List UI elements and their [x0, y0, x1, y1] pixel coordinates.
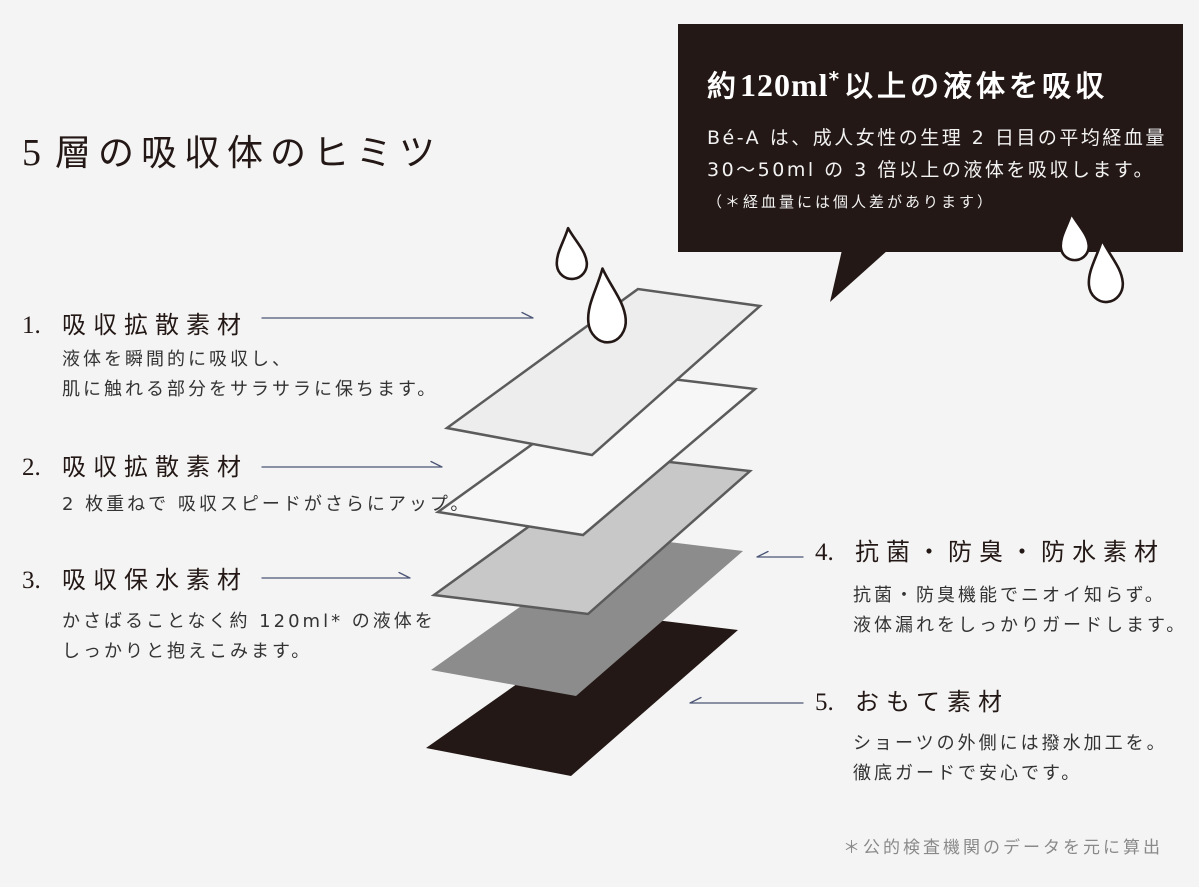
callout-heading: 約120ml*以上の液体を吸収: [707, 64, 1108, 110]
arrow-layer-4: [756, 550, 804, 558]
layer-3-description: かさばることなく約 120ml* の液体を しっかりと抱えこみます。: [62, 607, 436, 667]
description-line: 肌に触れる部分をサラサラに保ちます。: [62, 379, 439, 400]
callout-body-line: 30〜50ml の 3 倍以上の液体を吸収します。: [707, 159, 1155, 181]
layer-4-number: 4.: [815, 539, 834, 566]
water-drop-icon: [553, 227, 588, 281]
layer-4-name: 抗菌・防臭・防水素材: [855, 538, 1165, 566]
callout-bubble: [678, 24, 1183, 302]
description-line: 2 枚重ねで 吸収スピードがさらにアップ。: [62, 494, 472, 515]
callout-heading-prefix: 約: [707, 69, 741, 103]
description-line: 抗菌・防臭機能でニオイ知らず。: [853, 585, 1166, 606]
layer-1-shape: [443, 287, 763, 457]
callout-body-line: Bé-A は、成人女性の生理 2 日目の平均経血量: [707, 127, 1167, 149]
arrow-layer-3: [261, 571, 411, 579]
layer-4-label: 4. 抗菌・防臭・防水素材: [815, 535, 1165, 572]
layer-4-description: 抗菌・防臭機能でニオイ知らず。 液体漏れをしっかりガードします。: [853, 581, 1187, 641]
arrow-layer-2: [261, 460, 443, 468]
arrow-layer-1: [261, 311, 534, 319]
layer-2-description: 2 枚重ねで 吸収スピードがさらにアップ。: [62, 490, 471, 520]
footnote: ＊公的検査機関のデータを元に算出: [843, 838, 1163, 858]
absorbent-layers: [426, 287, 763, 776]
page-title: 5 層の吸収体のヒミツ: [22, 128, 442, 185]
layer-5-name: おもて素材: [855, 688, 1010, 716]
description-line: 液体を瞬間的に吸収し、: [62, 349, 293, 370]
callout-box: [678, 24, 1183, 252]
callout-heading-rest: 以上の液体を吸収: [844, 69, 1109, 103]
description-line: かさばることなく約 120ml* の液体を: [62, 611, 436, 632]
layer-1-description: 液体を瞬間的に吸収し、 肌に触れる部分をサラサラに保ちます。: [62, 345, 438, 405]
pointer-arrows: [261, 311, 804, 704]
layer-5-label: 5. おもて素材: [815, 685, 1009, 722]
callout-heading-amount: 120ml: [740, 67, 829, 103]
callout-heading-mark: *: [828, 67, 840, 91]
layer-3-number: 3.: [22, 567, 41, 594]
description-line: 液体漏れをしっかりガードします。: [853, 615, 1188, 636]
callout-note: （＊経血量には個人差があります）: [707, 193, 996, 211]
layer-1-name: 吸収拡散素材: [62, 311, 248, 339]
layer-3-label: 3. 吸収保水素材: [22, 563, 248, 600]
layer-1-label: 1. 吸収拡散素材: [22, 308, 248, 345]
callout-tail: [830, 250, 888, 302]
layer-1-number: 1.: [22, 312, 41, 339]
layer-2-name: 吸収拡散素材: [62, 453, 248, 481]
layer-3-name: 吸収保水素材: [62, 566, 248, 594]
water-drop-icon: [1085, 238, 1124, 303]
callout-body: Bé-A は、成人女性の生理 2 日目の平均経血量 30〜50ml の 3 倍以…: [707, 122, 1167, 218]
layer-5-shape: [426, 615, 738, 776]
description-line: しっかりと抱えこみます。: [62, 641, 313, 662]
title-text: 層の吸収体のヒミツ: [55, 133, 443, 174]
water-drop-icon: [584, 267, 628, 344]
title-number: 5: [22, 132, 41, 174]
layer-2-label: 2. 吸収拡散素材: [22, 450, 248, 487]
layer-4-shape: [431, 536, 743, 696]
water-drops: [553, 212, 1124, 344]
layer-5-number: 5.: [815, 689, 834, 716]
layer-5-description: ショーツの外側には撥水加工を。 徹底ガードで安心です。: [853, 729, 1168, 789]
layer-2-number: 2.: [22, 454, 41, 481]
description-line: 徹底ガードで安心です。: [853, 763, 1083, 784]
arrow-layer-5: [689, 696, 804, 704]
water-drop-icon: [1057, 212, 1090, 262]
description-line: ショーツの外側には撥水加工を。: [853, 733, 1168, 754]
